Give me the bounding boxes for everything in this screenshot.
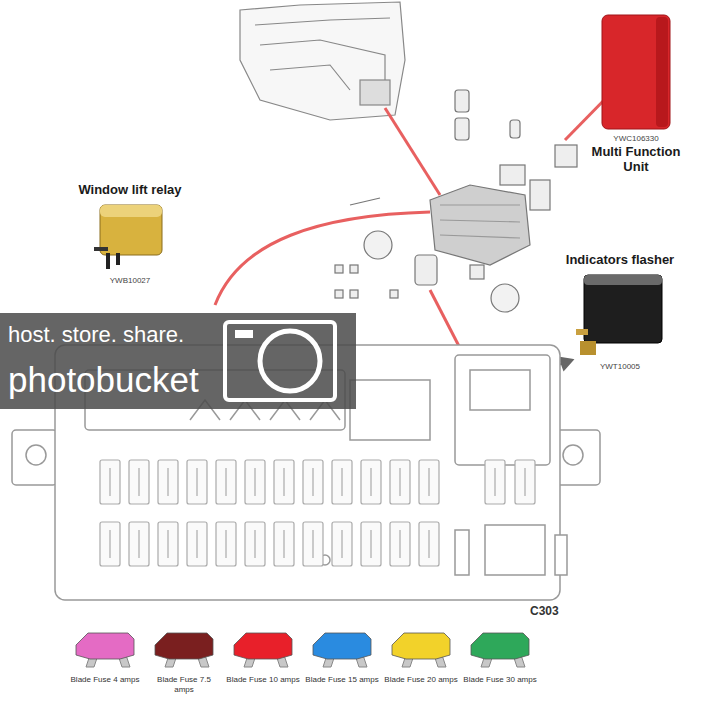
fuse-swatch [307, 625, 377, 675]
connector-number: C303 [530, 604, 559, 618]
part-number: YWT10005 [562, 362, 679, 371]
legend-text: Blade Fuse 4 amps [68, 675, 142, 685]
component-name: Multi Function Unit [584, 145, 689, 175]
fuse-slots [100, 460, 535, 566]
fuse-swatch [70, 625, 140, 675]
legend-item: Blade Fuse 4 amps [68, 625, 142, 685]
legend-text: Blade Fuse 30 amps [463, 675, 537, 685]
component-box: Indicators flasherYWT10005 [562, 253, 679, 373]
fuse-body [155, 633, 213, 659]
fuse-body [471, 633, 529, 659]
legend-text: Blade Fuse 7.5 amps [147, 675, 221, 694]
legend-item: Blade Fuse 30 amps [463, 625, 537, 685]
legend-item: Blade Fuse 20 amps [384, 625, 458, 685]
legend-item: Blade Fuse 10 amps [226, 625, 300, 685]
module-picture [600, 13, 672, 131]
relay-picture [92, 201, 168, 273]
legend-text: Blade Fuse 20 amps [384, 675, 458, 685]
part-number: YWC106330 [584, 134, 689, 143]
legend-text: Blade Fuse 15 amps [305, 675, 379, 685]
fuse-body [392, 633, 450, 659]
watermark-band [0, 313, 356, 409]
fuse-body [234, 633, 292, 659]
legend-item: Blade Fuse 15 amps [305, 625, 379, 685]
part-number: YWB10027 [74, 276, 186, 285]
legend-text: Blade Fuse 10 amps [226, 675, 300, 685]
fuse-swatch [228, 625, 298, 675]
fuse-body [313, 633, 371, 659]
fuse-body [76, 633, 134, 659]
watermark-text: host. store. share. [8, 322, 184, 348]
exploded-fusebox [335, 90, 577, 312]
component-box: Window lift relayYWB10027 [74, 183, 186, 287]
relay-picture [574, 271, 666, 359]
component-name: Indicators flasher [562, 253, 679, 268]
legend-item: Blade Fuse 7.5 amps [147, 625, 221, 694]
dashboard-sketch [240, 2, 405, 120]
fuse-swatch [465, 625, 535, 675]
watermark-logo: photobucket [8, 360, 199, 400]
component-box: YWC106330Multi Function Unit [584, 10, 689, 175]
fuse-swatch [386, 625, 456, 675]
fuse-swatch [149, 625, 219, 675]
component-name: Window lift relay [74, 183, 186, 198]
watermark-icon [225, 322, 335, 400]
